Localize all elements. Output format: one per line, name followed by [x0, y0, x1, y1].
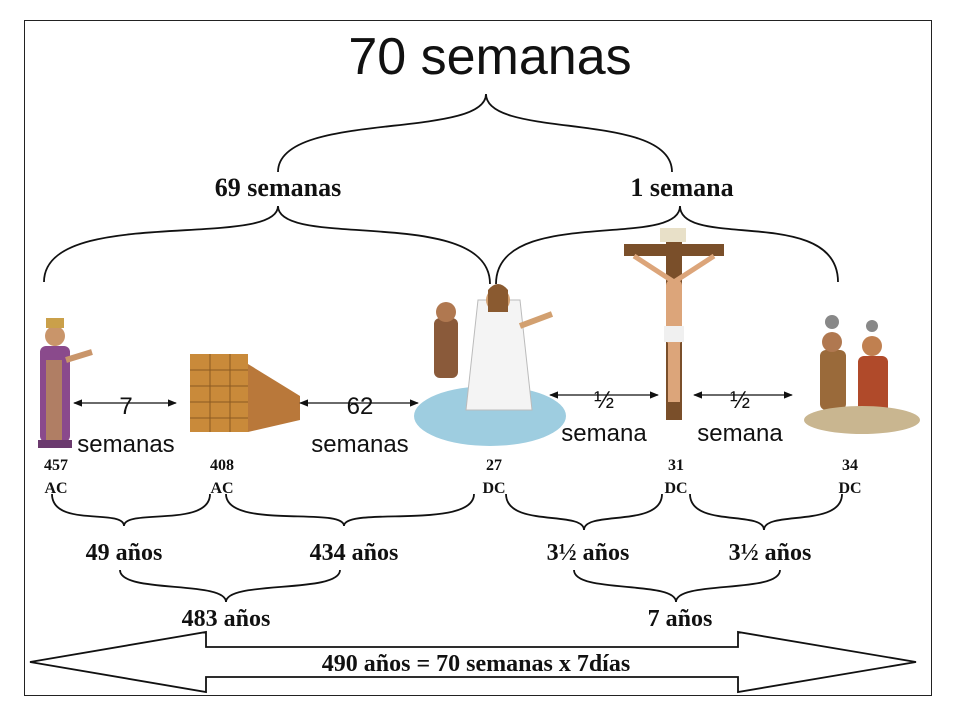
priest-figure-icon: [38, 318, 93, 448]
date-31-era: DC: [664, 480, 687, 497]
date-34-era: DC: [838, 480, 861, 497]
stoning-scene-icon: [804, 315, 920, 434]
period-1-number: 7: [119, 393, 132, 420]
total-double-arrow: [29, 630, 917, 694]
years-3half-1: 3½ años: [547, 540, 630, 566]
diagram-title: 70 semanas: [348, 28, 631, 86]
date-408-year: 408: [210, 457, 234, 474]
date-27-year: 27: [486, 457, 502, 474]
period-3-number: ½: [594, 387, 614, 414]
period-4-number: ½: [730, 387, 750, 414]
date-457-era: AC: [44, 480, 67, 497]
period-2-number: 62: [347, 393, 374, 420]
years-7: 7 años: [648, 606, 713, 632]
years-434: 434 años: [310, 540, 399, 566]
label-69-semanas: 69 semanas: [215, 173, 341, 202]
total-banner-text: 490 años = 70 semanas x 7días: [322, 651, 630, 677]
period-3-word: semana: [561, 420, 647, 447]
brace-70-semanas: [277, 93, 673, 173]
years-49: 49 años: [86, 540, 163, 566]
baptism-scene-icon: [414, 284, 566, 446]
period-2-word: semanas: [311, 431, 408, 458]
years-483: 483 años: [182, 606, 271, 632]
city-wall-icon: [190, 354, 300, 432]
brace-1-semana: [495, 205, 839, 285]
brace-3half-anos-1: [505, 493, 663, 531]
brace-49-anos: [51, 493, 211, 527]
brace-434-anos: [225, 493, 475, 527]
brace-69-semanas: [43, 205, 491, 285]
date-408-era: AC: [210, 480, 233, 497]
crucifixion-icon: [624, 228, 724, 420]
date-27-era: DC: [482, 480, 505, 497]
brace-7-anos: [573, 569, 781, 603]
date-457-year: 457: [44, 457, 68, 474]
date-31-year: 31: [668, 457, 684, 474]
date-34-year: 34: [842, 457, 858, 474]
label-1-semana: 1 semana: [630, 173, 733, 202]
period-4-word: semana: [697, 420, 783, 447]
period-1-word: semanas: [77, 431, 174, 458]
brace-3half-anos-2: [689, 493, 843, 531]
brace-483-anos: [119, 569, 341, 603]
years-3half-2: 3½ años: [729, 540, 812, 566]
